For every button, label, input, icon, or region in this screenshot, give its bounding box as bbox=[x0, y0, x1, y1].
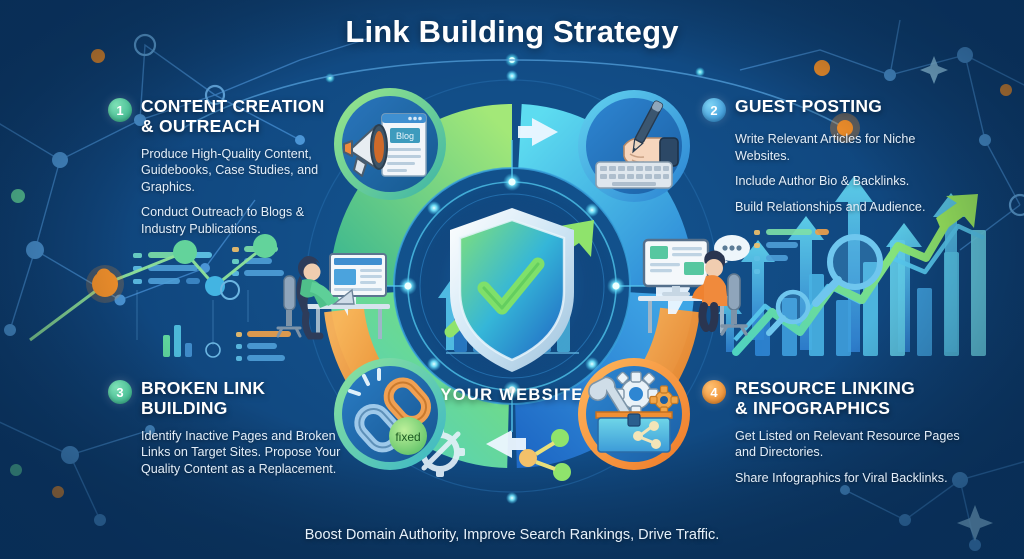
step-4-resource-linking: 4 RESOURCE LINKING & INFOGRAPHICS Get Li… bbox=[702, 378, 964, 486]
step-4-number-badge: 4 bbox=[702, 380, 726, 404]
person-at-desk-laptop bbox=[272, 232, 392, 348]
step-3-number-badge: 3 bbox=[108, 380, 132, 404]
step-2-paragraph-3: Build Relationships and Audience. bbox=[735, 199, 926, 214]
step-1-title-line2: & OUTREACH bbox=[141, 116, 261, 137]
step-4-body: Get Listed on Relevant Resource Pages an… bbox=[735, 428, 964, 487]
step-4-title-line1: RESOURCE LINKING bbox=[735, 378, 915, 398]
step-4-header: 4 RESOURCE LINKING & INFOGRAPHICS bbox=[702, 378, 964, 419]
footer-tagline: Boost Domain Authority, Improve Search R… bbox=[304, 527, 720, 543]
step-3-title-line2: BUILDING bbox=[141, 398, 228, 419]
person-at-desktop-computer-chat bbox=[632, 226, 760, 348]
toolbox-gears-share-icon[interactable] bbox=[576, 356, 692, 472]
svg-text:Blog: Blog bbox=[396, 131, 414, 141]
step-1-number-badge: 1 bbox=[108, 98, 132, 122]
step-3-broken-link-building: 3 BROKEN LINK BUILDING Identify Inactive… bbox=[108, 378, 348, 477]
step-2-title-line1: GUEST POSTING bbox=[735, 96, 883, 116]
step-1-paragraph-2: Conduct Outreach to Blogs & Industry Pub… bbox=[141, 205, 305, 237]
step-1-title: CONTENT CREATION & OUTREACH bbox=[141, 96, 325, 137]
step-3-title: BROKEN LINK BUILDING bbox=[141, 378, 265, 419]
step-1-content-creation: 1 CONTENT CREATION & OUTREACH Produce Hi… bbox=[108, 96, 348, 238]
center-label: YOUR WEBSITE bbox=[440, 386, 584, 404]
share-decoration bbox=[519, 429, 571, 481]
step-3-body: Identify Inactive Pages and Broken Links… bbox=[141, 428, 348, 478]
step-1-header: 1 CONTENT CREATION & OUTREACH bbox=[108, 96, 348, 137]
step-2-paragraph-1: Write Relevant Articles for Niche Websit… bbox=[735, 132, 916, 163]
page-title: Link Building Strategy bbox=[345, 14, 679, 49]
hand-pen-keyboard-icon[interactable] bbox=[576, 88, 692, 204]
step-3-title-line1: BROKEN LINK bbox=[141, 378, 266, 398]
share-icon bbox=[633, 421, 661, 449]
step-3-paragraph-1: Identify Inactive Pages and Broken Links… bbox=[141, 428, 341, 476]
shield-check bbox=[450, 208, 574, 372]
step-1-paragraph-1: Produce High-Quality Content, Guidebooks… bbox=[141, 146, 319, 194]
step-2-paragraph-2: Include Author Bio & Backlinks. bbox=[735, 174, 910, 189]
megaphone-blog-icon[interactable]: Blog bbox=[332, 86, 448, 202]
fixed-badge-text: fixed bbox=[395, 430, 420, 444]
step-1-body: Produce High-Quality Content, Guidebooks… bbox=[141, 146, 348, 238]
step-4-paragraph-1: Get Listed on Relevant Resource Pages an… bbox=[735, 428, 960, 460]
broken-chain-fixed-icon[interactable]: fixed bbox=[332, 356, 448, 472]
step-2-title: GUEST POSTING bbox=[735, 96, 882, 116]
step-3-header: 3 BROKEN LINK BUILDING bbox=[108, 378, 348, 419]
step-4-title: RESOURCE LINKING & INFOGRAPHICS bbox=[735, 378, 915, 419]
step-2-body: Write Relevant Articles for Niche Websit… bbox=[735, 131, 960, 215]
step-4-paragraph-2: Share Infographics for Viral Backlinks. bbox=[735, 470, 948, 485]
step-2-guest-posting: 2 GUEST POSTING Write Relevant Articles … bbox=[702, 96, 960, 215]
step-2-number-badge: 2 bbox=[702, 98, 726, 122]
step-1-title-line1: CONTENT CREATION bbox=[141, 96, 325, 116]
step-4-title-line2: & INFOGRAPHICS bbox=[735, 398, 891, 419]
step-2-header: 2 GUEST POSTING bbox=[702, 96, 960, 122]
